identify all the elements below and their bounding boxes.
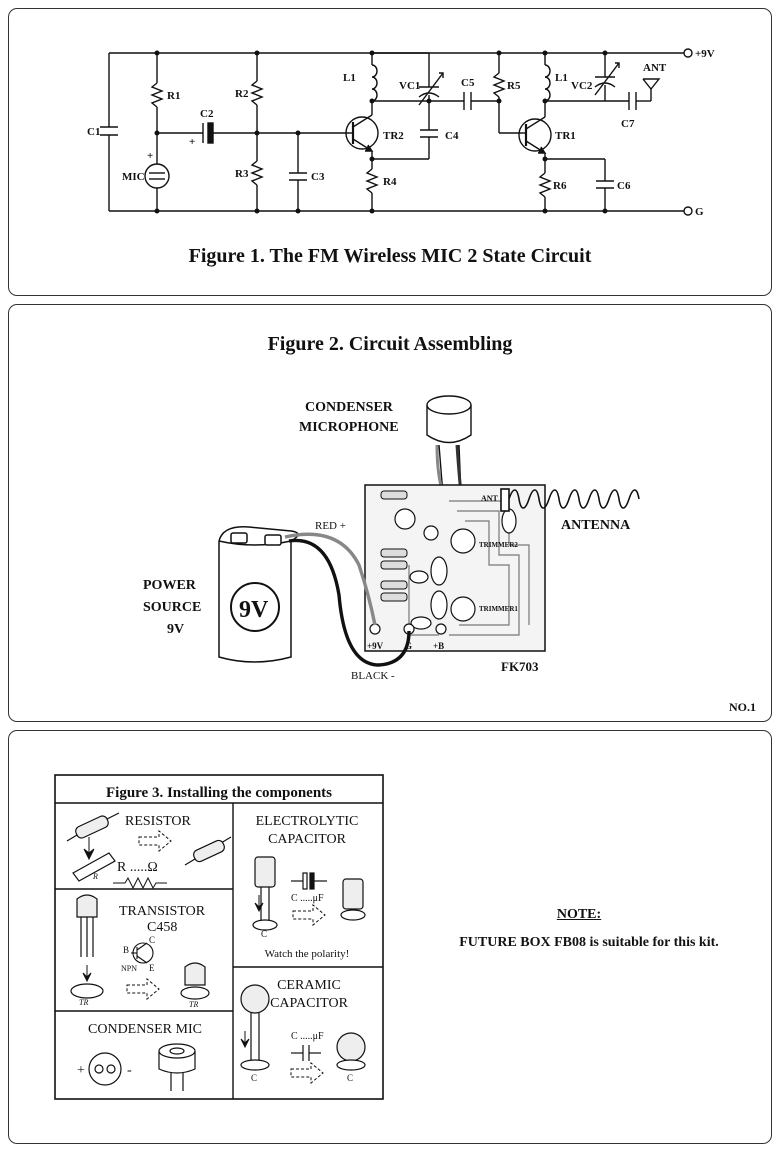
label-c2: C2 [200, 108, 214, 120]
red-wire [284, 532, 377, 626]
power-source-line3: 9V [167, 622, 184, 637]
figure3-panel: Figure 3. Installing the components RESI… [8, 730, 772, 1144]
label-l1-b: L1 [555, 72, 568, 84]
label-r1: R1 [167, 90, 180, 102]
microphone-drawing [426, 395, 472, 496]
black-wire [288, 538, 411, 667]
transistor-tr-mark-right: TR [189, 1000, 198, 1009]
label-r5: R5 [507, 80, 521, 92]
transistor-label-line1: TRANSISTOR [119, 904, 206, 919]
ceramic-label-line2: CAPACITOR [270, 996, 348, 1011]
label-c5: C5 [461, 77, 475, 89]
label-c4: C4 [445, 130, 459, 142]
label-r6: R6 [553, 180, 567, 192]
figure1-title: Figure 1. The FM Wireless MIC 2 State Ci… [188, 245, 592, 267]
mic-label-line1: CONDENSER [305, 400, 394, 415]
pad-plus-b: +B [433, 641, 444, 651]
label-r3: R3 [235, 168, 249, 180]
note-heading: NOTE: [556, 907, 602, 922]
resistor-r-mark: R [92, 872, 98, 881]
red-wire-label: RED + [315, 520, 346, 532]
figure2-title: Figure 2. Circuit Assembling [267, 333, 513, 355]
electrolytic-label-line2: CAPACITOR [268, 832, 346, 847]
figure1-panel: C1 R1 C2 + + MIC R2 R3 C3 L1 VC1 TR2 C4 … [8, 8, 772, 296]
trimmer1-label: TRIMMER1 [479, 605, 518, 613]
label-c6: C6 [617, 180, 631, 192]
label-tr1: TR1 [555, 130, 576, 142]
figure2-panel: Figure 2. Circuit Assembling [8, 304, 772, 722]
note-text: FUTURE BOX FB08 is suitable for this kit… [459, 935, 719, 950]
label-tr2: TR2 [383, 130, 404, 142]
board-name: FK703 [501, 659, 539, 674]
installing-components: Figure 3. Installing the components RESI… [54, 774, 384, 1100]
pad-ground: G [405, 641, 412, 651]
resistor-label: RESISTOR [125, 814, 192, 829]
label-ant: ANT [643, 62, 667, 74]
electrolytic-value: C .....μF [291, 893, 324, 904]
label-vc2: VC2 [571, 80, 593, 92]
assembly-drawing: CONDENSER MICROPHONE ANTENNA POWER SOURC… [143, 395, 756, 714]
transistor-tr-mark-left: TR [79, 998, 88, 1007]
ant-pad-label: ANT [481, 494, 499, 503]
label-mic-plus: + [147, 150, 153, 162]
figure3-title: Figure 3. Installing the components [106, 785, 332, 801]
circuit-schematic: C1 R1 C2 + + MIC R2 R3 C3 L1 VC1 TR2 C4 … [87, 48, 715, 218]
power-source-line1: POWER [143, 578, 197, 593]
ceramic-c-mark-right: C [347, 1073, 353, 1083]
mic-plus-pin: + [77, 1063, 85, 1078]
bce-c: C [149, 935, 155, 945]
label-c2-plus: + [189, 136, 195, 148]
resistor-symbol-label: R .....Ω [117, 860, 158, 875]
transistor-label-line2: C458 [147, 920, 177, 935]
electrolytic-capacitor-icon [254, 856, 276, 888]
bce-b: B [123, 945, 129, 955]
label-c7: C7 [621, 118, 635, 130]
label-ground: G [695, 206, 704, 218]
ceramic-value: C .....μF [291, 1031, 324, 1042]
electrolytic-label-line1: ELECTROLYTIC [256, 814, 359, 829]
dashed-arrow-icon [138, 829, 172, 853]
electrolytic-c-mark: C [261, 929, 267, 939]
label-c3: C3 [311, 171, 325, 183]
label-c1: C1 [87, 126, 100, 138]
npn-label: NPN [121, 964, 137, 973]
label-mic: MIC [122, 171, 145, 183]
label-l1-a: L1 [343, 72, 356, 84]
label-plus9v: +9V [695, 48, 715, 60]
npn-symbol [131, 942, 154, 964]
power-source-line2: SOURCE [143, 600, 201, 615]
pad-plus9v: +9V [367, 641, 384, 651]
trimmer2-label: TRIMMER2 [479, 541, 518, 549]
battery-drawing [218, 526, 299, 663]
black-wire-label: BLACK - [351, 670, 395, 682]
label-r2: R2 [235, 88, 249, 100]
resistor-symbol [113, 876, 167, 890]
mic-top-view-icon [88, 1052, 122, 1086]
antenna-label: ANTENNA [561, 518, 631, 533]
ceramic-capacitor-icon [240, 984, 270, 1014]
label-r4: R4 [383, 176, 397, 188]
battery-9v-label: 9V [239, 597, 269, 623]
ceramic-label-line1: CERAMIC [277, 978, 341, 993]
ceramic-c-mark-left: C [251, 1073, 257, 1083]
condenser-mic-label: CONDENSER MIC [88, 1022, 202, 1037]
down-arrow-icon [83, 837, 95, 861]
pcb-board [364, 484, 546, 652]
resistor-icon [75, 815, 109, 839]
polarity-note: Watch the polarity! [265, 948, 350, 960]
label-vc1: VC1 [399, 80, 420, 92]
transistor-icon [76, 894, 98, 918]
antenna-coil [500, 488, 640, 512]
page-number: NO.1 [729, 700, 756, 714]
mic-label-line2: MICROPHONE [299, 420, 399, 435]
bce-e: E [149, 963, 155, 973]
mic-minus-pin: - [127, 1063, 132, 1078]
